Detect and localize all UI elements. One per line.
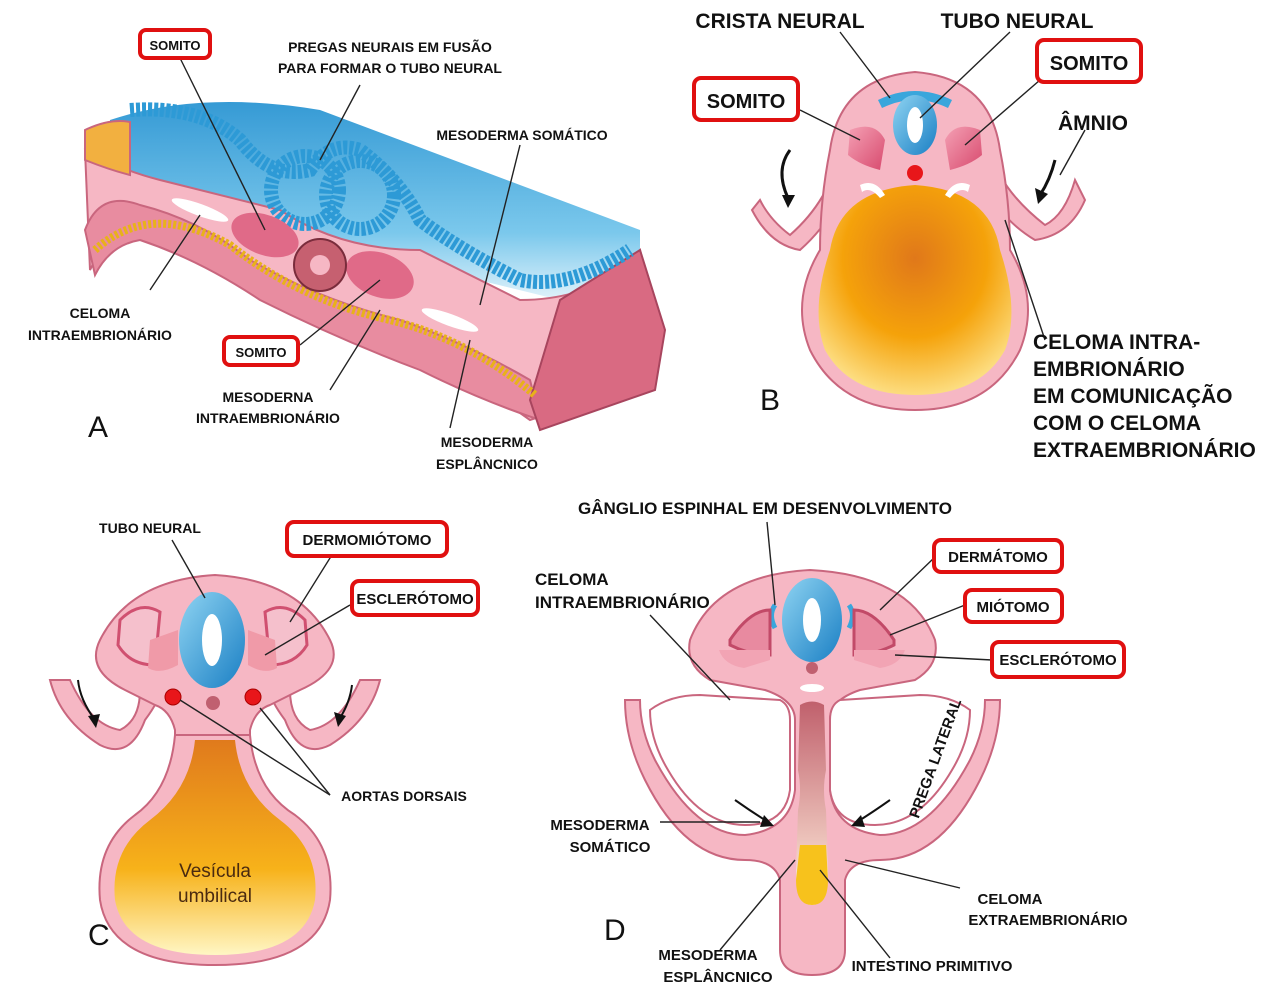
panel-c: TUBO NEURAL DERMOMIÓTOMO ESCLERÓTOMO AOR…: [50, 520, 478, 965]
yolk-sac-b: [819, 185, 1012, 395]
label-c-aortas: AORTAS DORSAIS: [341, 788, 467, 804]
aorta-c-right: [245, 689, 261, 705]
label-a-pregas-1: PREGAS NEURAIS EM FUSÃO: [288, 38, 492, 55]
label-a-meso-intra-2: INTRAEMBRIONÁRIO: [196, 410, 340, 426]
label-d-miotomo: MIÓTOMO: [976, 598, 1049, 616]
label-d-celoma-extra-2: EXTRAEMBRIONÁRIO: [968, 912, 1128, 929]
label-d-meso-somatico-1: MESODERMA: [550, 817, 649, 834]
label-d-meso-somatico-2: SOMÁTICO: [570, 839, 651, 856]
label-a-pregas-2: PARA FORMAR O TUBO NEURAL: [278, 60, 502, 76]
arrow-b-left: [782, 150, 790, 198]
label-d-celoma-extra-1: CELOMA: [978, 891, 1043, 908]
panel-letter-a: A: [88, 411, 108, 444]
label-b-celoma-4: COM O CELOMA: [1033, 412, 1201, 435]
arrow-b-right: [1040, 160, 1055, 195]
label-d-esclerotomo: ESCLERÓTOMO: [999, 651, 1117, 669]
label-b-celoma-2: EMBRIONÁRIO: [1033, 358, 1185, 381]
panel-letter-b: B: [760, 384, 780, 417]
label-b-crista: CRISTA NEURAL: [695, 10, 864, 33]
label-a-meso-espl-1: MESODERMA: [441, 434, 534, 450]
label-a-meso-intra-1: MESODERNA: [222, 389, 313, 405]
notochord-c: [206, 696, 220, 710]
label-c-dermomiotomo: DERMOMIÓTOMO: [303, 531, 432, 549]
label-c-esclerotomo: ESCLERÓTOMO: [356, 590, 474, 608]
panel-letter-d: D: [604, 914, 626, 947]
label-b-amnio: ÂMNIO: [1058, 111, 1128, 135]
label-b-celoma-5: EXTRAEMBRIONÁRIO: [1033, 439, 1256, 462]
label-a-celoma-2: INTRAEMBRIONÁRIO: [28, 327, 172, 343]
label-a-celoma-1: CELOMA: [70, 305, 131, 321]
label-c-vesicula-2: umbilical: [178, 886, 252, 907]
notochord-b: [907, 165, 923, 181]
label-d-meso-espl-1: MESODERMA: [658, 947, 757, 964]
label-d-dermatomo: DERMÁTOMO: [948, 549, 1048, 566]
label-b-celoma-3: EM COMUNICAÇÃO: [1033, 385, 1233, 408]
panel-d: PREGA LATERAL GÂNGLIO ESPINHAL EM DESENV…: [535, 499, 1128, 986]
label-b-celoma-1: CELOMA INTRA-: [1033, 331, 1200, 354]
label-d-celoma-intra-1: CELOMA: [535, 570, 609, 589]
label-b-somito-right: SOMITO: [1050, 53, 1129, 75]
label-d-ganglio: GÂNGLIO ESPINHAL EM DESENVOLVIMENTO: [578, 499, 952, 518]
label-b-tubo: TUBO NEURAL: [941, 10, 1094, 33]
label-c-tubo: TUBO NEURAL: [99, 520, 201, 536]
label-a-meso-somatico: MESODERMA SOMÁTICO: [436, 127, 607, 143]
notochord-d: [806, 662, 818, 674]
label-c-vesicula-1: Vesícula: [179, 861, 251, 882]
label-d-intestino: INTESTINO PRIMITIVO: [852, 958, 1013, 975]
label-a-somito-bottom: SOMITO: [235, 345, 286, 360]
aorta-c-left: [165, 689, 181, 705]
label-b-somito-left: SOMITO: [707, 91, 786, 113]
label-a-somito-top: SOMITO: [149, 38, 200, 53]
panel-b: CRISTA NEURAL TUBO NEURAL SOMITO SOMITO …: [694, 10, 1256, 462]
label-d-celoma-intra-2: INTRAEMBRIONÁRIO: [535, 593, 710, 612]
label-a-meso-espl-2: ESPLÂNCNICO: [436, 455, 538, 472]
panel-a: SOMITO PREGAS NEURAIS EM FUSÃO PARA FORM…: [28, 30, 665, 472]
label-d-meso-espl-2: ESPLÂNCNICO: [663, 968, 773, 986]
panel-letter-c: C: [88, 919, 110, 952]
